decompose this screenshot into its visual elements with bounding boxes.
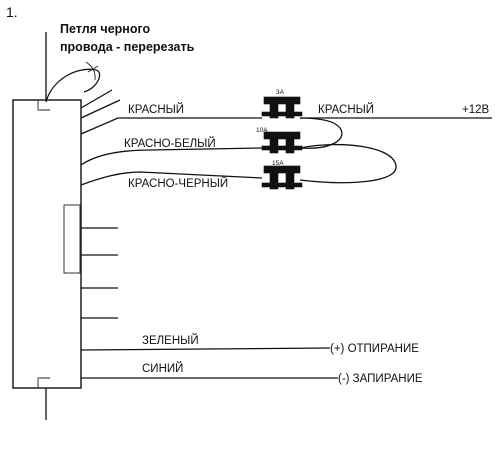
fuse-10a (261, 131, 303, 154)
fuse-15a-rating: 15А (272, 160, 284, 167)
label-blue: СИНИЙ (142, 362, 183, 375)
fuse-3a (261, 96, 303, 119)
wire-red-white (80, 147, 263, 166)
label-red-white: КРАСНО-БЕЛЫЙ (124, 137, 216, 150)
figure-number: 1. (6, 4, 18, 20)
wire-red-black (80, 171, 263, 186)
wire-green (80, 347, 331, 351)
label-power: +12В (462, 104, 490, 116)
label-unlock: (+) ОТПИРАНИЕ (330, 343, 419, 355)
fuse-10a-rating: 10А (256, 127, 268, 134)
label-green: ЗЕЛЕНЫЙ (142, 334, 199, 347)
stub-wire-1 (80, 89, 113, 109)
label-red: КРАСНЫЙ (128, 103, 184, 116)
loop-15a (299, 143, 397, 184)
label-red-out: КРАСНЫЙ (318, 103, 374, 116)
note-line-1: Петля черного (60, 22, 151, 36)
black-wire-loop (45, 68, 101, 103)
fuse-15a (261, 165, 303, 190)
fuse-3a-rating: 3А (276, 89, 285, 96)
loop-10a (299, 117, 343, 149)
module-corner-mark-bottom (37, 377, 50, 388)
label-red-black: КРАСНО-ЧЕРНЫЙ (128, 177, 228, 190)
wire-red (80, 117, 262, 135)
label-lock: (-) ЗАПИРАНИЕ (338, 373, 423, 385)
note-line-2: провода - перерезать (60, 40, 195, 54)
cut-mark-icon (85, 61, 99, 81)
connector-block (63, 204, 81, 274)
stub-wire-2 (80, 99, 121, 119)
module-corner-mark-top (37, 100, 50, 111)
